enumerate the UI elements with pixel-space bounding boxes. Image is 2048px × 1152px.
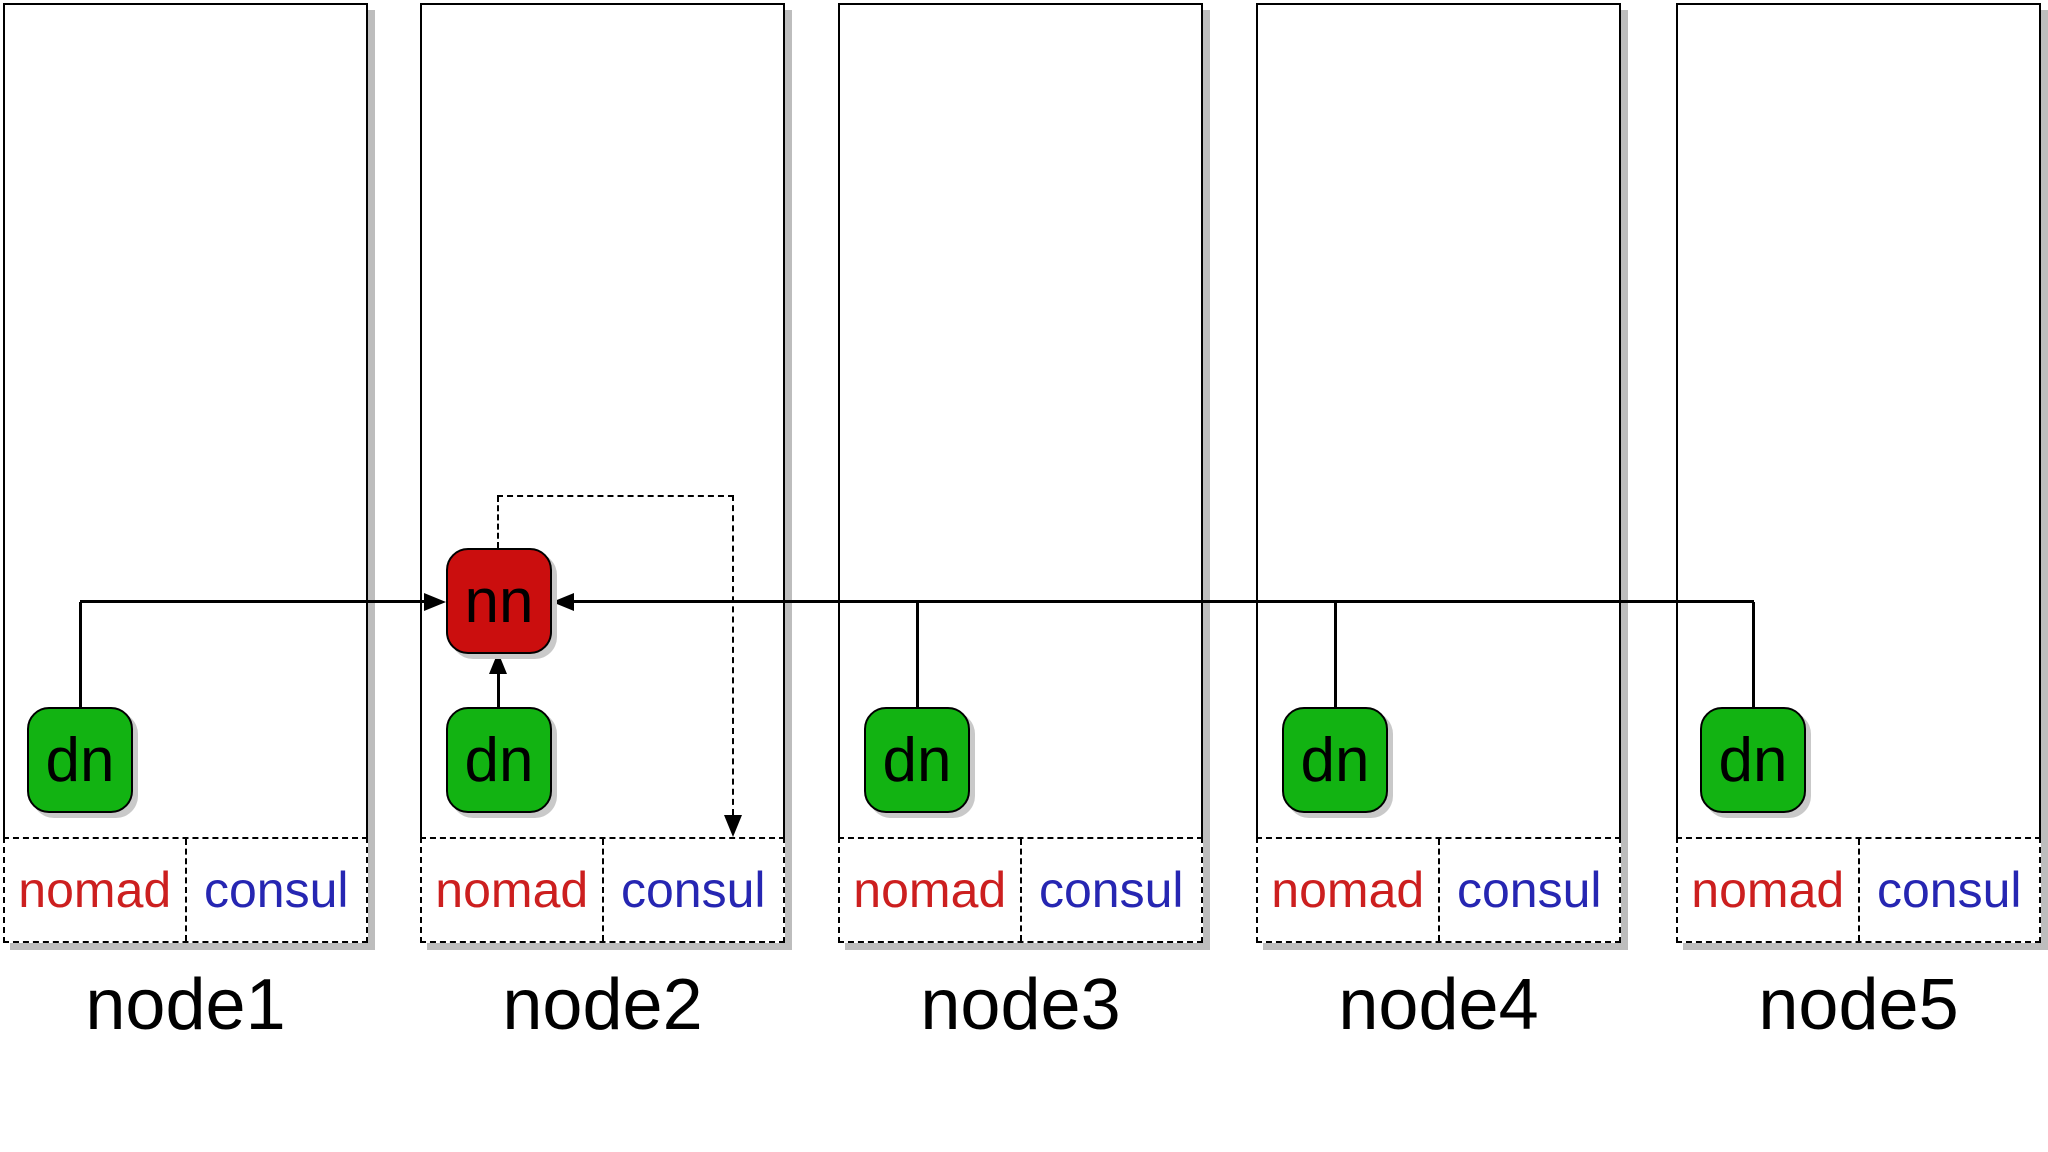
node3-label: node3 xyxy=(920,965,1121,1045)
node5-dn-box: dn xyxy=(1700,707,1806,813)
edge-dn3-vertical xyxy=(916,602,919,707)
node4-dn-box: dn xyxy=(1282,707,1388,813)
node5-services-box: nomad consul xyxy=(1676,837,2041,943)
node2-nomad-cell: nomad xyxy=(422,839,604,941)
arrowhead-into-consul xyxy=(724,815,742,837)
node3-nomad-cell: nomad xyxy=(840,839,1022,941)
edge-dn5-vertical xyxy=(1752,602,1755,707)
node5-nomad-cell: nomad xyxy=(1678,839,1860,941)
node1-label: node1 xyxy=(85,965,286,1045)
arrowhead-into-nn-bottom xyxy=(489,652,507,674)
node2-services-box: nomad consul xyxy=(420,837,785,943)
node4-consul-cell: consul xyxy=(1456,862,1602,918)
node1-consul-cell: consul xyxy=(203,862,349,918)
node1-services-box: nomad consul xyxy=(3,837,368,943)
dashed-edge-down-vertical xyxy=(732,495,734,815)
nn-box: nn xyxy=(446,548,552,654)
node2-label: node2 xyxy=(502,965,703,1045)
edge-left-horizontal xyxy=(80,600,426,603)
node2-dn-box: dn xyxy=(446,707,552,813)
dashed-edge-nn-top-vertical xyxy=(497,496,499,548)
arrowhead-into-nn-left xyxy=(424,593,446,611)
node4-nomad-cell: nomad xyxy=(1258,839,1440,941)
node3-dn-box: dn xyxy=(864,707,970,813)
edge-dn2-vertical xyxy=(497,671,500,707)
node1-nomad-cell: nomad xyxy=(5,839,187,941)
node4-services-box: nomad consul xyxy=(1256,837,1621,943)
node5-consul-cell: consul xyxy=(1876,862,2022,918)
edge-dn1-vertical xyxy=(79,602,82,707)
dashed-edge-horizontal xyxy=(497,495,734,497)
arrowhead-into-nn-right xyxy=(552,593,574,611)
node3-consul-cell: consul xyxy=(1038,862,1184,918)
node1-dn-box: dn xyxy=(27,707,133,813)
node4-label: node4 xyxy=(1338,965,1539,1045)
edge-dn4-vertical xyxy=(1334,602,1337,707)
node2-consul-cell: consul xyxy=(620,862,766,918)
edge-right-horizontal xyxy=(574,600,1754,603)
node3-services-box: nomad consul xyxy=(838,837,1203,943)
node5-label: node5 xyxy=(1758,965,1959,1045)
